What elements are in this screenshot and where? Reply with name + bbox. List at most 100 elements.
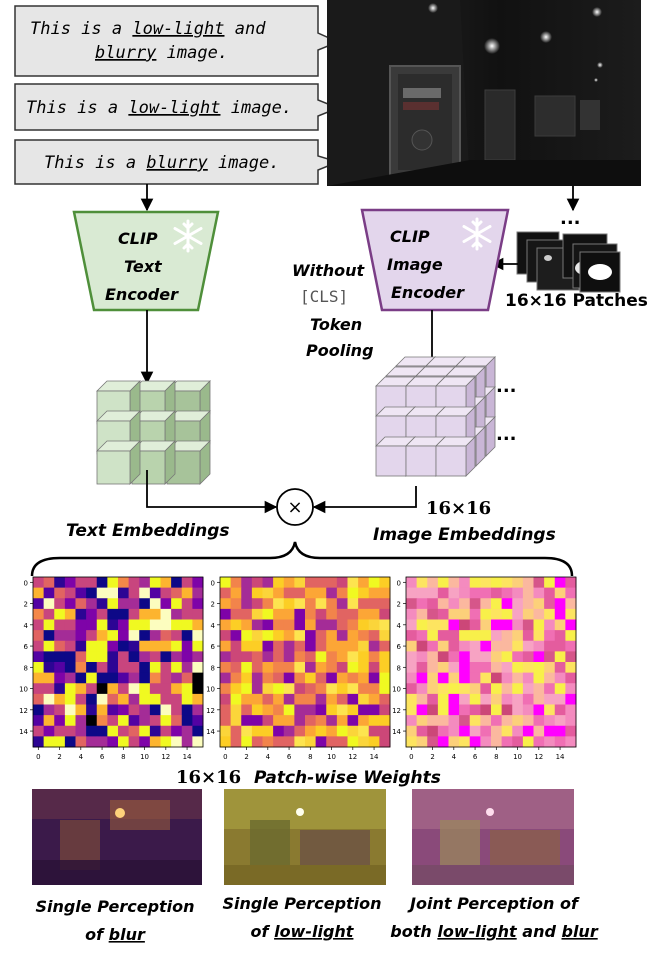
heatmap-cell [220,630,232,642]
heatmap-cell [283,587,295,599]
heatmap-cell [305,587,317,599]
heatmap-cell [522,630,534,642]
arrow-image-to-multiply [312,486,417,514]
heatmap-cell [544,662,556,674]
heatmap-cell [149,704,161,716]
heatmap-cell [273,651,285,663]
heatmap-cell [139,683,151,695]
heatmap-cell [149,672,161,684]
image-embeddings-cubes [375,356,496,477]
heatmap-cell [437,630,449,642]
heatmap-cell [230,630,242,642]
heatmap-cell [427,725,439,737]
heatmap-cell [379,715,391,727]
heatmap-cell [139,651,151,663]
heatmap-cell [262,715,274,727]
heatmap-cell [565,587,577,599]
heatmap-cell [251,704,263,716]
heatmap-cell [86,736,98,748]
heatmap-cell [368,693,380,705]
heatmap-cell [283,640,295,652]
heatmap-cell [149,577,161,589]
heatmap-cell [379,587,391,599]
heatmap-cell [358,693,370,705]
heatmap-cell [149,619,161,631]
heatmap-cell [128,640,140,652]
heatmap-cell [230,662,242,674]
heatmap-ytick-label: 10 [19,686,28,694]
heatmap-cell [437,598,449,610]
heatmap-cell [171,608,183,620]
heatmap-cell [315,672,327,684]
heatmap-cell [358,640,370,652]
heatmap-cell [118,577,130,589]
heatmap-cell [96,736,108,748]
heatmap-cell [118,587,130,599]
heatmap-cell [427,662,439,674]
heatmap-cell [448,619,460,631]
heatmap-cell [427,608,439,620]
heatmap-cell [43,683,55,695]
heatmap-cell [305,672,317,684]
heatmap-cell [368,683,380,695]
heatmap-cell [181,693,193,705]
heatmap-cell [427,736,439,748]
heatmap-cell [459,598,471,610]
heatmap-cell [118,693,130,705]
heatmap-cell [128,704,140,716]
heatmap-cell [406,630,418,642]
heatmap-cell [437,662,449,674]
heatmap-cell [33,577,45,589]
without-label-line4: Pooling [306,341,374,360]
heatmap-cell [326,598,338,610]
heatmap-cell [480,608,492,620]
heatmap-cell [54,736,66,748]
heatmap-cell [262,725,274,737]
heatmap-cell [469,704,481,716]
heatmap-cell [501,662,513,674]
heatmap-cell [230,598,242,610]
heatmap-cell [522,736,534,748]
heatmap-cell [171,587,183,599]
heatmap-cell [347,672,359,684]
heatmap-cell [262,587,274,599]
heatmap-cell [241,577,253,589]
heatmap-cell [533,693,545,705]
heatmap-cell [305,715,317,727]
heatmap-cell [118,619,130,631]
heatmap-cell [437,672,449,684]
heatmap-cell [107,630,119,642]
heatmap-cell [565,662,577,674]
heatmap-cell [554,651,566,663]
heatmap-cell [315,598,327,610]
heatmap-cell [469,577,481,589]
heatmap-cell [522,608,534,620]
heatmap-cell [64,693,76,705]
heatmap-cell [294,683,306,695]
heatmap-cell [139,630,151,642]
heatmap-cell [160,608,172,620]
heatmap-cell [448,630,460,642]
without-label-line3: Token [310,315,362,334]
heatmap-cell [336,662,348,674]
caption-low-light-line2: of low-light [251,922,355,941]
heatmap-cell [160,598,172,610]
heatmap-cell [368,704,380,716]
heatmap-cell [459,715,471,727]
heatmap-cell [241,704,253,716]
heatmap-ytick-label: 12 [19,707,28,715]
heatmap-cell [171,672,183,684]
heatmap-xtick-label: 14 [183,753,192,761]
heatmap-cell [181,683,193,695]
heatmap-cell [448,683,460,695]
heatmap-cell [273,630,285,642]
heatmap-cell [347,651,359,663]
heatmap-cell [149,715,161,727]
heatmap-cell [139,704,151,716]
heatmap-cell [283,662,295,674]
heatmap-xtick-label: 4 [266,753,271,761]
heatmap-xtick-label: 10 [140,753,149,761]
heatmap-cell [522,640,534,652]
heatmap-cell [512,640,524,652]
heatmap-cell [33,683,45,695]
